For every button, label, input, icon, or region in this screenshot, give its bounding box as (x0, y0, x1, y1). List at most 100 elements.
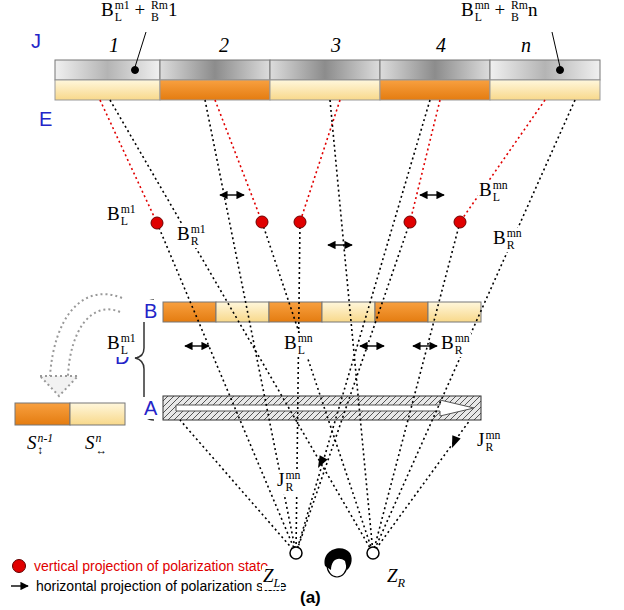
symbol-label: ZR (386, 566, 406, 590)
legend-text: vertical projection of polarization stat… (34, 558, 268, 574)
drawing-part (270, 60, 380, 80)
light-ray (215, 100, 262, 222)
light-ray (373, 100, 575, 553)
subscript: R (191, 236, 206, 248)
caption: (a) (300, 588, 321, 608)
superscript: Rm (151, 0, 168, 12)
drawing-part (367, 547, 379, 559)
viewer-head (325, 548, 352, 577)
legend: vertical projection of polarization stat… (10, 556, 287, 596)
superscript: mn (507, 228, 522, 240)
text-part: B (479, 179, 492, 200)
symbol-label: BLm1 (106, 204, 137, 228)
index-stack: ↔n (96, 433, 108, 457)
superscript: m1 (115, 0, 130, 12)
symbol-label: BLmn + BRmn (460, 0, 538, 24)
index-stack: Lm1 (121, 333, 136, 357)
cell-number: n (520, 34, 532, 56)
curved-arrow (40, 294, 122, 396)
drawing-part (404, 216, 416, 228)
superscript: m1 (121, 333, 136, 345)
cell-number: 4 (435, 34, 447, 56)
part-letter: E (38, 108, 53, 130)
text-part: Z (263, 565, 274, 586)
legend-arrow (10, 580, 32, 592)
legend-text: horizontal projection of polarization st… (36, 578, 287, 594)
subscript: L (475, 12, 490, 24)
superscript: n (96, 433, 108, 445)
text-part: S (27, 432, 37, 453)
subscript: R (398, 576, 406, 590)
subscript: ↕ (38, 445, 54, 457)
subscript: L (115, 12, 130, 24)
text-part: J (277, 469, 284, 490)
text-part: + (130, 0, 150, 20)
subscript: R (485, 442, 500, 454)
superscript: mn (285, 470, 300, 482)
light-ray (296, 222, 300, 553)
drawing-part (15, 403, 70, 425)
drawing-part (68, 309, 120, 376)
subscript: R (455, 345, 470, 357)
superscript: mn (475, 0, 490, 12)
light-ray (157, 223, 296, 553)
symbol-label: BLm1 (106, 333, 137, 357)
text-part: B (107, 203, 120, 224)
light-ray (373, 222, 460, 553)
drawing-part (294, 216, 306, 228)
text-part: B (493, 227, 506, 248)
superscript: n-1 (38, 433, 54, 445)
drawing-part (70, 403, 125, 425)
horizontal-polarization-arrows (185, 195, 444, 346)
text-part: + (490, 0, 510, 20)
drawing-part (290, 547, 302, 559)
text-part: B (441, 332, 454, 353)
text-part: B (107, 332, 120, 353)
light-ray (300, 100, 340, 222)
leader-lines (132, 32, 564, 74)
symbol-label: S↕n-1 (26, 433, 54, 457)
index-stack: BRm (151, 0, 168, 24)
drawing-part (135, 32, 146, 67)
drawing-part (454, 216, 466, 228)
subscript: L (121, 216, 136, 228)
text-part: B (461, 0, 474, 20)
legend-row: horizontal projection of polarization st… (10, 576, 287, 596)
light-ray (296, 100, 430, 553)
polarization-arrow (328, 244, 352, 245)
text-part: 1 (168, 0, 178, 20)
symbol-label: BRmn (492, 228, 523, 252)
superscript: mn (485, 430, 500, 442)
index-stack: Rm1 (191, 224, 206, 248)
text-part: B (284, 332, 297, 353)
text-part: B (101, 0, 114, 20)
subscript: L (274, 576, 281, 590)
drawing-part (256, 216, 268, 228)
index-stack: Rmn (485, 430, 500, 454)
drawing-part (270, 80, 380, 100)
polarization-arrow (413, 345, 437, 346)
symbol-label: ZL (262, 566, 281, 590)
superscript: mn (455, 333, 470, 345)
b-panel (163, 302, 481, 322)
drawing-part (552, 32, 560, 67)
index-stack: BRm (511, 0, 528, 24)
legend-row: vertical projection of polarization stat… (10, 556, 287, 576)
symbol-label: S↔n (84, 433, 108, 457)
drawing-part (448, 435, 461, 449)
text-part: B (177, 223, 190, 244)
symbol-label: BRm1 (176, 224, 207, 248)
text-part: Z (387, 565, 398, 586)
polarization-arrow (220, 194, 244, 195)
index-stack: Lm1 (115, 0, 130, 24)
text-part: J (477, 429, 484, 450)
light-ray (110, 100, 373, 553)
light-ray (330, 100, 373, 553)
symbol-label: JRmn (476, 430, 501, 454)
subscript: L (493, 192, 508, 204)
subscript: ↔ (96, 445, 108, 457)
polarization-arrow (360, 345, 384, 346)
index-stack: Lmn (475, 0, 490, 24)
drawing-part (163, 302, 216, 322)
